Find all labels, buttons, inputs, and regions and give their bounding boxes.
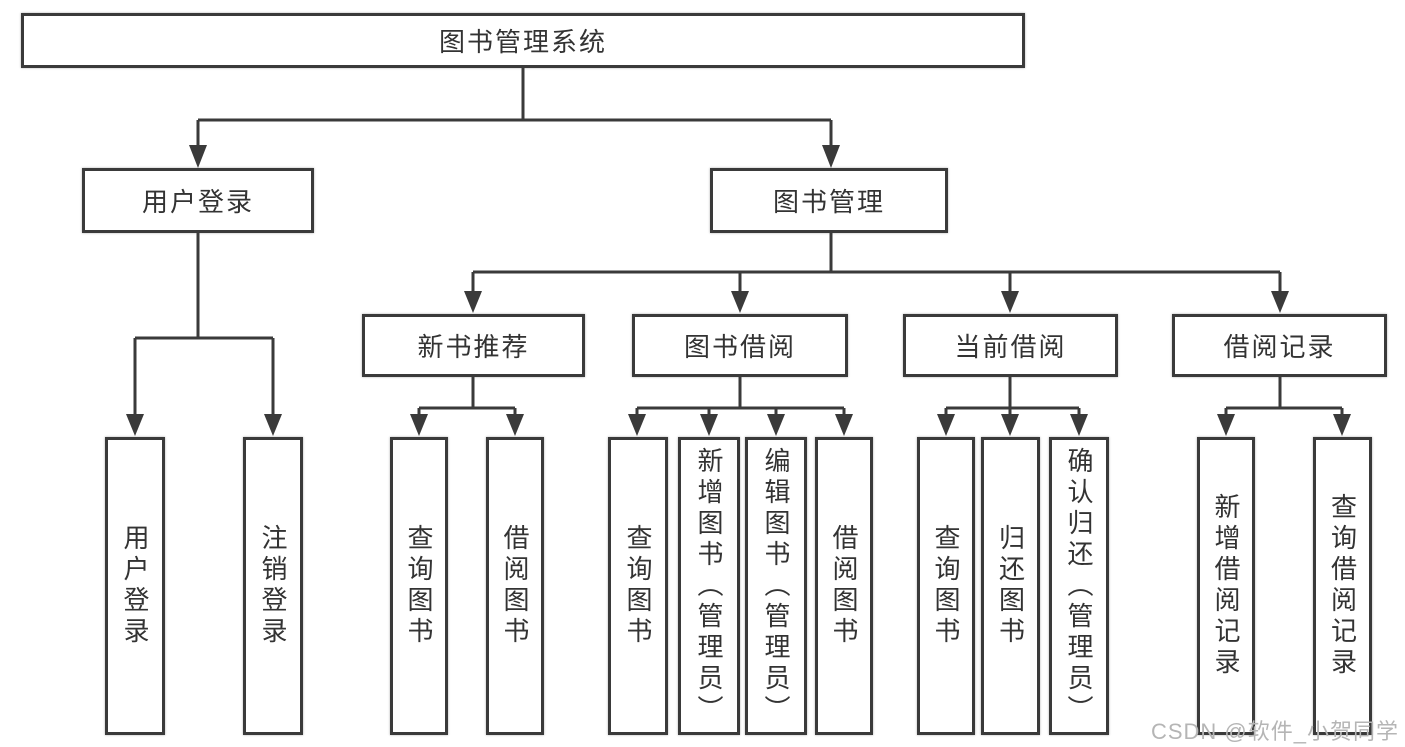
leaf-current-return-books: 归还图书: [981, 437, 1040, 735]
leaf-newbook-query-books-label: 查询图书: [404, 524, 434, 648]
leaf-records-add-record: 新增借阅记录: [1197, 437, 1255, 735]
node-user-login: 用户登录: [82, 168, 314, 233]
leaf-logout-label: 注销登录: [258, 524, 288, 648]
leaf-borrow-edit-books-admin-label: 编辑图书（管理员）: [761, 446, 791, 726]
connector-records-to-leaves: [1217, 377, 1351, 436]
node-current-borrow-label: 当前借阅: [954, 332, 1067, 362]
leaf-user-login-label: 用户登录: [120, 524, 150, 648]
node-root-label: 图书管理系统: [438, 27, 607, 57]
leaf-current-return-books-label: 归还图书: [995, 524, 1026, 648]
leaf-logout: 注销登录: [243, 437, 303, 735]
node-book-borrow: 图书借阅: [632, 314, 848, 377]
leaf-borrow-edit-books-admin: 编辑图书（管理员）: [745, 437, 807, 735]
node-book-management-label: 图书管理: [772, 187, 885, 217]
leaf-borrow-borrow-books-label: 借阅图书: [829, 524, 859, 648]
leaf-newbook-borrow-books-label: 借阅图书: [500, 524, 530, 648]
leaf-borrow-borrow-books: 借阅图书: [815, 437, 873, 735]
node-book-borrow-label: 图书借阅: [683, 332, 796, 362]
leaf-records-query-record-label: 查询借阅记录: [1327, 493, 1358, 679]
leaf-borrow-query-books-label: 查询图书: [623, 524, 653, 648]
node-borrow-records-label: 借阅记录: [1223, 332, 1336, 362]
node-book-management: 图书管理: [710, 168, 948, 233]
node-user-login-label: 用户登录: [141, 187, 254, 217]
connector-userlogin-to-leaves: [126, 233, 282, 436]
node-new-book-recommend: 新书推荐: [362, 314, 585, 377]
leaf-newbook-borrow-books: 借阅图书: [486, 437, 544, 735]
connector-root-to-level2: [189, 68, 840, 168]
leaf-current-confirm-return-admin: 确认归还（管理员）: [1049, 437, 1109, 735]
leaf-current-confirm-return-admin-label: 确认归还（管理员）: [1064, 446, 1094, 726]
connector-bookborrow-to-leaves: [628, 377, 853, 436]
node-root: 图书管理系统: [21, 13, 1025, 68]
leaf-records-add-record-label: 新增借阅记录: [1211, 493, 1241, 679]
node-borrow-records: 借阅记录: [1172, 314, 1387, 377]
leaf-newbook-query-books: 查询图书: [390, 437, 448, 735]
watermark: CSDN @软件_小贺同学: [1150, 719, 1399, 744]
leaf-current-query-books: 查询图书: [917, 437, 975, 735]
leaf-borrow-add-books-admin-label: 新增图书（管理员）: [694, 446, 724, 726]
leaf-user-login: 用户登录: [105, 437, 165, 735]
connector-newbook-to-leaves: [410, 377, 524, 436]
leaf-current-query-books-label: 查询图书: [931, 524, 961, 648]
leaf-records-query-record: 查询借阅记录: [1313, 437, 1372, 735]
connector-bookmgmt-to-level3: [464, 233, 1289, 313]
leaf-borrow-add-books-admin: 新增图书（管理员）: [678, 437, 740, 735]
node-current-borrow: 当前借阅: [903, 314, 1118, 377]
node-new-book-recommend-label: 新书推荐: [417, 332, 530, 362]
connector-currentborrow-to-leaves: [937, 377, 1088, 436]
leaf-borrow-query-books: 查询图书: [608, 437, 668, 735]
